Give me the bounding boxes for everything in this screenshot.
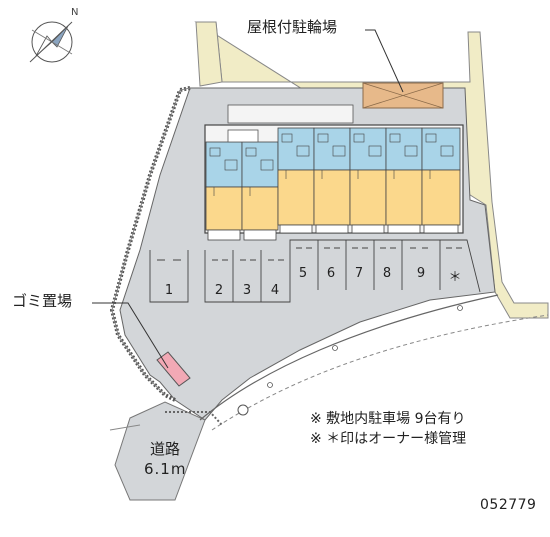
owner-note: ※ ＊印はオーナー様管理 bbox=[310, 431, 467, 447]
compass-icon bbox=[29, 21, 73, 63]
parking-slot-label: 8 bbox=[382, 266, 392, 281]
roof-bicycle-parking-label: 屋根付駐輪場 bbox=[247, 18, 338, 36]
parking-slot-label: 6 bbox=[326, 266, 336, 281]
parking-slot-label: 4 bbox=[270, 283, 280, 298]
compass-north-label: N bbox=[71, 7, 79, 18]
garbage-area-label: ゴミ置場 bbox=[12, 292, 73, 310]
parking-slot-label: 5 bbox=[298, 266, 308, 281]
parking-slot-label: 2 bbox=[214, 283, 224, 298]
sidewalk-top-left bbox=[195, 21, 223, 87]
garbage-box bbox=[156, 351, 191, 387]
parking-note: ※ 敷地内駐車場 9台有り bbox=[310, 411, 466, 427]
property-code: 052779 bbox=[480, 497, 537, 513]
parking-slot-label: 3 bbox=[242, 283, 252, 298]
parking-slot-label: ＊ bbox=[448, 270, 462, 285]
building-units bbox=[205, 127, 461, 241]
parking-slot-label: 1 bbox=[164, 283, 174, 298]
curved-boundary bbox=[199, 294, 499, 421]
leader-roof bbox=[365, 29, 404, 93]
road-width-label: 6.1m bbox=[144, 460, 187, 478]
parking-slot-label: 7 bbox=[354, 266, 364, 281]
road-area bbox=[114, 401, 206, 501]
leader-gomi bbox=[92, 302, 169, 369]
parking-lines bbox=[149, 239, 481, 303]
road-label: 道路 bbox=[150, 440, 181, 458]
parking-slot-label: 9 bbox=[416, 266, 426, 281]
